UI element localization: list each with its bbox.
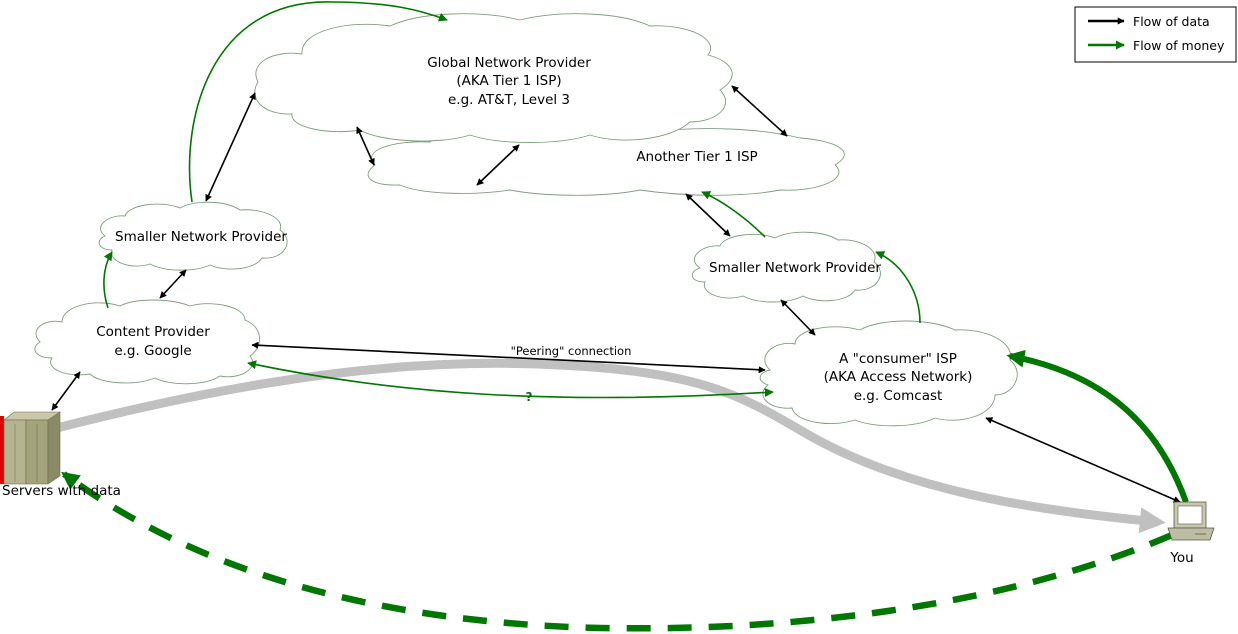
cloud-smaller-provider-right <box>691 231 881 303</box>
cloud-content-provider <box>34 299 260 385</box>
you-label: You <box>1169 550 1193 566</box>
peering-question-label: ? <box>526 390 533 404</box>
computer-icon <box>1167 501 1215 541</box>
money-arrow-content-to-smaller-left <box>103 251 113 309</box>
money-arrow-you-to-consumer <box>1006 349 1189 504</box>
consumer-isp-line-1: A "consumer" ISP <box>839 351 957 367</box>
peering-connection-label: "Peering" connection <box>511 344 632 358</box>
global-provider-line-1: Global Network Provider <box>427 55 591 71</box>
content-provider-line-2: e.g. Google <box>114 343 191 359</box>
data-arrow-tier1-smaller-right <box>685 193 731 237</box>
legend-box <box>1074 6 1237 63</box>
servers-label: Servers with data <box>2 483 121 499</box>
smaller-left-label: Smaller Network Provider <box>115 229 287 245</box>
consumer-isp-line-3: e.g. Comcast <box>854 388 943 404</box>
money-arrow-smaller-left-to-global <box>188 1 448 203</box>
data-arrow-global-tier1-right <box>731 85 788 137</box>
data-arrow-global-tier1-left <box>356 126 375 166</box>
money-arrow-consumer-to-smaller-right <box>875 251 921 324</box>
money-arrow-peering-question <box>247 360 774 399</box>
smaller-right-label: Smaller Network Provider <box>709 260 881 276</box>
global-provider-line-3: e.g. AT&T, Level 3 <box>448 92 570 108</box>
data-arrow-servers-content <box>51 371 81 411</box>
money-arrow-smaller-right-to-tier1 <box>701 191 766 238</box>
cloud-consumer-isp <box>759 320 1018 427</box>
server-icon <box>0 411 61 485</box>
data-arrow-smaller-left-global <box>205 92 256 202</box>
money-arrow-you-to-servers-dashed <box>61 471 1174 632</box>
global-provider-line-2: (AKA Tier 1 ISP) <box>456 73 561 89</box>
data-arrow-smaller-right-consumer <box>780 299 816 336</box>
another-tier1-label: Another Tier 1 ISP <box>636 149 757 165</box>
consumer-isp-line-2: (AKA Access Network) <box>824 369 973 385</box>
data-arrow-content-smaller-left <box>159 269 187 299</box>
data-arrow-consumer-you <box>985 417 1181 503</box>
data-arrow-global-tier1-mid <box>476 144 520 186</box>
legend-money-label: Flow of money <box>1133 38 1225 53</box>
legend-data-label: Flow of data <box>1133 14 1210 29</box>
cloud-smaller-provider-left <box>98 201 288 271</box>
legend: Flow of data Flow of money <box>1074 6 1237 63</box>
content-provider-line-1: Content Provider <box>96 324 210 340</box>
